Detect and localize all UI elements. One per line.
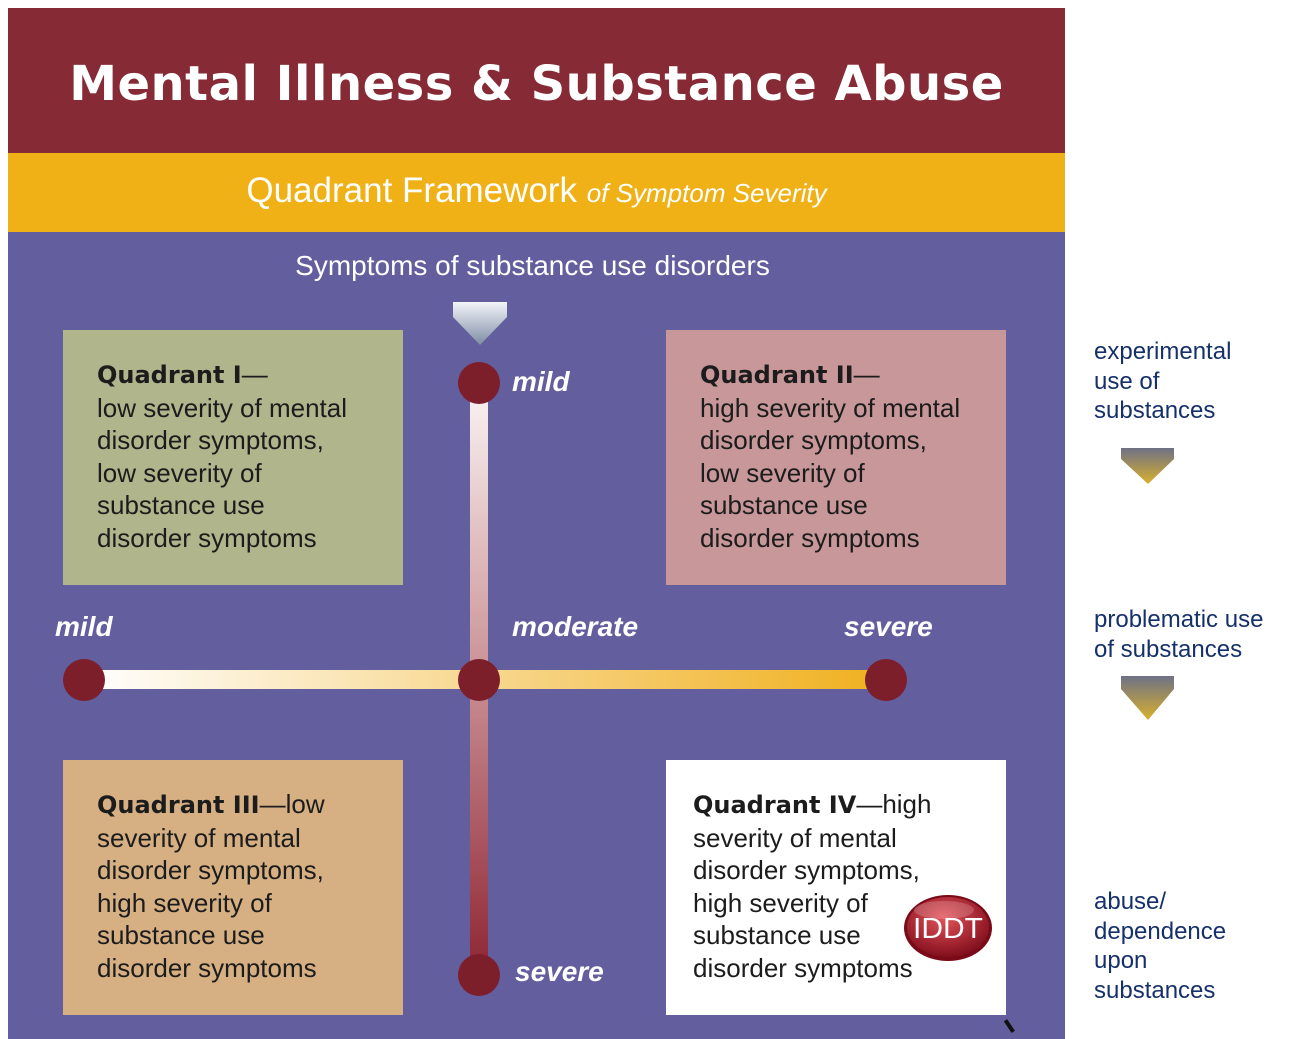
quadrant-line: substance use (700, 490, 868, 520)
horizontal-axis-right-label: severe (844, 611, 933, 642)
quadrant-line: severity of mental (693, 822, 897, 853)
stage-line: use of (1094, 367, 1160, 395)
horizontal-axis-center-label: moderate (512, 611, 639, 642)
quadrant-line: disorder symptoms (700, 522, 920, 553)
quadrant-4: Quadrant IV—high severity of mental diso… (666, 760, 1006, 1015)
axis-marker-bottom (458, 954, 500, 996)
subtitle-main: Quadrant Framework (246, 171, 578, 210)
quadrant-line: high severity of (693, 887, 868, 918)
axis-marker-top (458, 362, 500, 404)
quadrant-line: disorder symptoms, (700, 425, 927, 455)
vertical-axis-bottom-label: severe (515, 956, 604, 987)
stage-experimental: experimental use of substances (1094, 337, 1231, 426)
title-banner: Mental Illness & Substance Abuse (8, 8, 1065, 153)
quadrant-line: high severity of mental (700, 392, 961, 423)
axis-marker-center (458, 659, 500, 701)
quadrant-line: disorder symptoms (97, 952, 317, 983)
quadrant-2: Quadrant II— high severity of mental dis… (666, 330, 1006, 585)
quadrant-line: disorder symptoms (693, 952, 913, 983)
quadrant-line: substance use (97, 490, 265, 520)
quadrant-line: low severity of mental (97, 392, 347, 423)
quadrant-line: disorder symptoms, (693, 855, 920, 885)
subtitle-italic: of Symptom Severity (586, 178, 827, 208)
page-title: Mental Illness & Substance Abuse (69, 56, 1004, 112)
stage-problematic: problematic use of substances (1094, 605, 1263, 664)
quadrant-heading-dash: — (241, 359, 268, 389)
quadrant-line: substance use (97, 920, 265, 950)
down-arrow-icon (453, 302, 507, 345)
iddt-badge: IDDT (904, 895, 992, 961)
stage-arrow-icon-1 (1121, 448, 1174, 484)
quadrant-line: disorder symptoms, (97, 425, 324, 455)
subtitle-banner: Quadrant Framework of Symptom Severity (8, 153, 1065, 232)
quadrant-line: high severity of (97, 887, 272, 918)
quadrant-heading: Quadrant I (97, 361, 242, 389)
vertical-axis-top-label: mild (512, 366, 570, 397)
iddt-badge-label: IDDT (913, 913, 983, 945)
quadrant-line: low severity of (97, 457, 262, 488)
iddt-pointer-line (965, 961, 1020, 1039)
axis-marker-right (865, 659, 907, 701)
quadrant-line: disorder symptoms, (97, 855, 324, 885)
quadrant-1: Quadrant I— low severity of mental disor… (63, 330, 403, 585)
quadrant-line: severity of mental (97, 822, 301, 853)
quadrant-3: Quadrant III—low severity of mental diso… (63, 760, 403, 1015)
stage-line: experimental (1094, 338, 1232, 365)
stage-line: upon (1094, 947, 1148, 974)
quadrant-line: disorder symptoms (97, 522, 317, 553)
stage-line: problematic use (1094, 606, 1264, 633)
vertical-axis-title: Symptoms of substance use disorders (295, 250, 770, 281)
stage-line: dependence (1094, 917, 1227, 945)
quadrant-heading-dash: —high (856, 789, 932, 819)
quadrant-heading-dash: —low (259, 789, 325, 819)
axis-marker-left (63, 659, 105, 701)
stage-abuse-dependence: abuse/ dependence upon substances (1094, 887, 1226, 1005)
stage-arrow-icon-2 (1121, 676, 1174, 720)
page-subtitle: Quadrant Framework of Symptom Severity (8, 171, 1065, 211)
quadrant-heading: Quadrant IV (693, 791, 857, 819)
quadrant-heading-dash: — (853, 359, 880, 389)
stage-line: substances (1094, 397, 1216, 424)
quadrant-line: substance use (693, 920, 861, 950)
stage-line: of substances (1094, 635, 1243, 663)
stage-line: substances (1094, 976, 1216, 1004)
quadrant-heading: Quadrant II (700, 361, 854, 389)
horizontal-axis-left-label: mild (55, 611, 113, 642)
quadrant-line: low severity of (700, 457, 865, 488)
quadrant-heading: Quadrant III (97, 791, 260, 819)
stage-line: abuse/ (1094, 888, 1167, 915)
